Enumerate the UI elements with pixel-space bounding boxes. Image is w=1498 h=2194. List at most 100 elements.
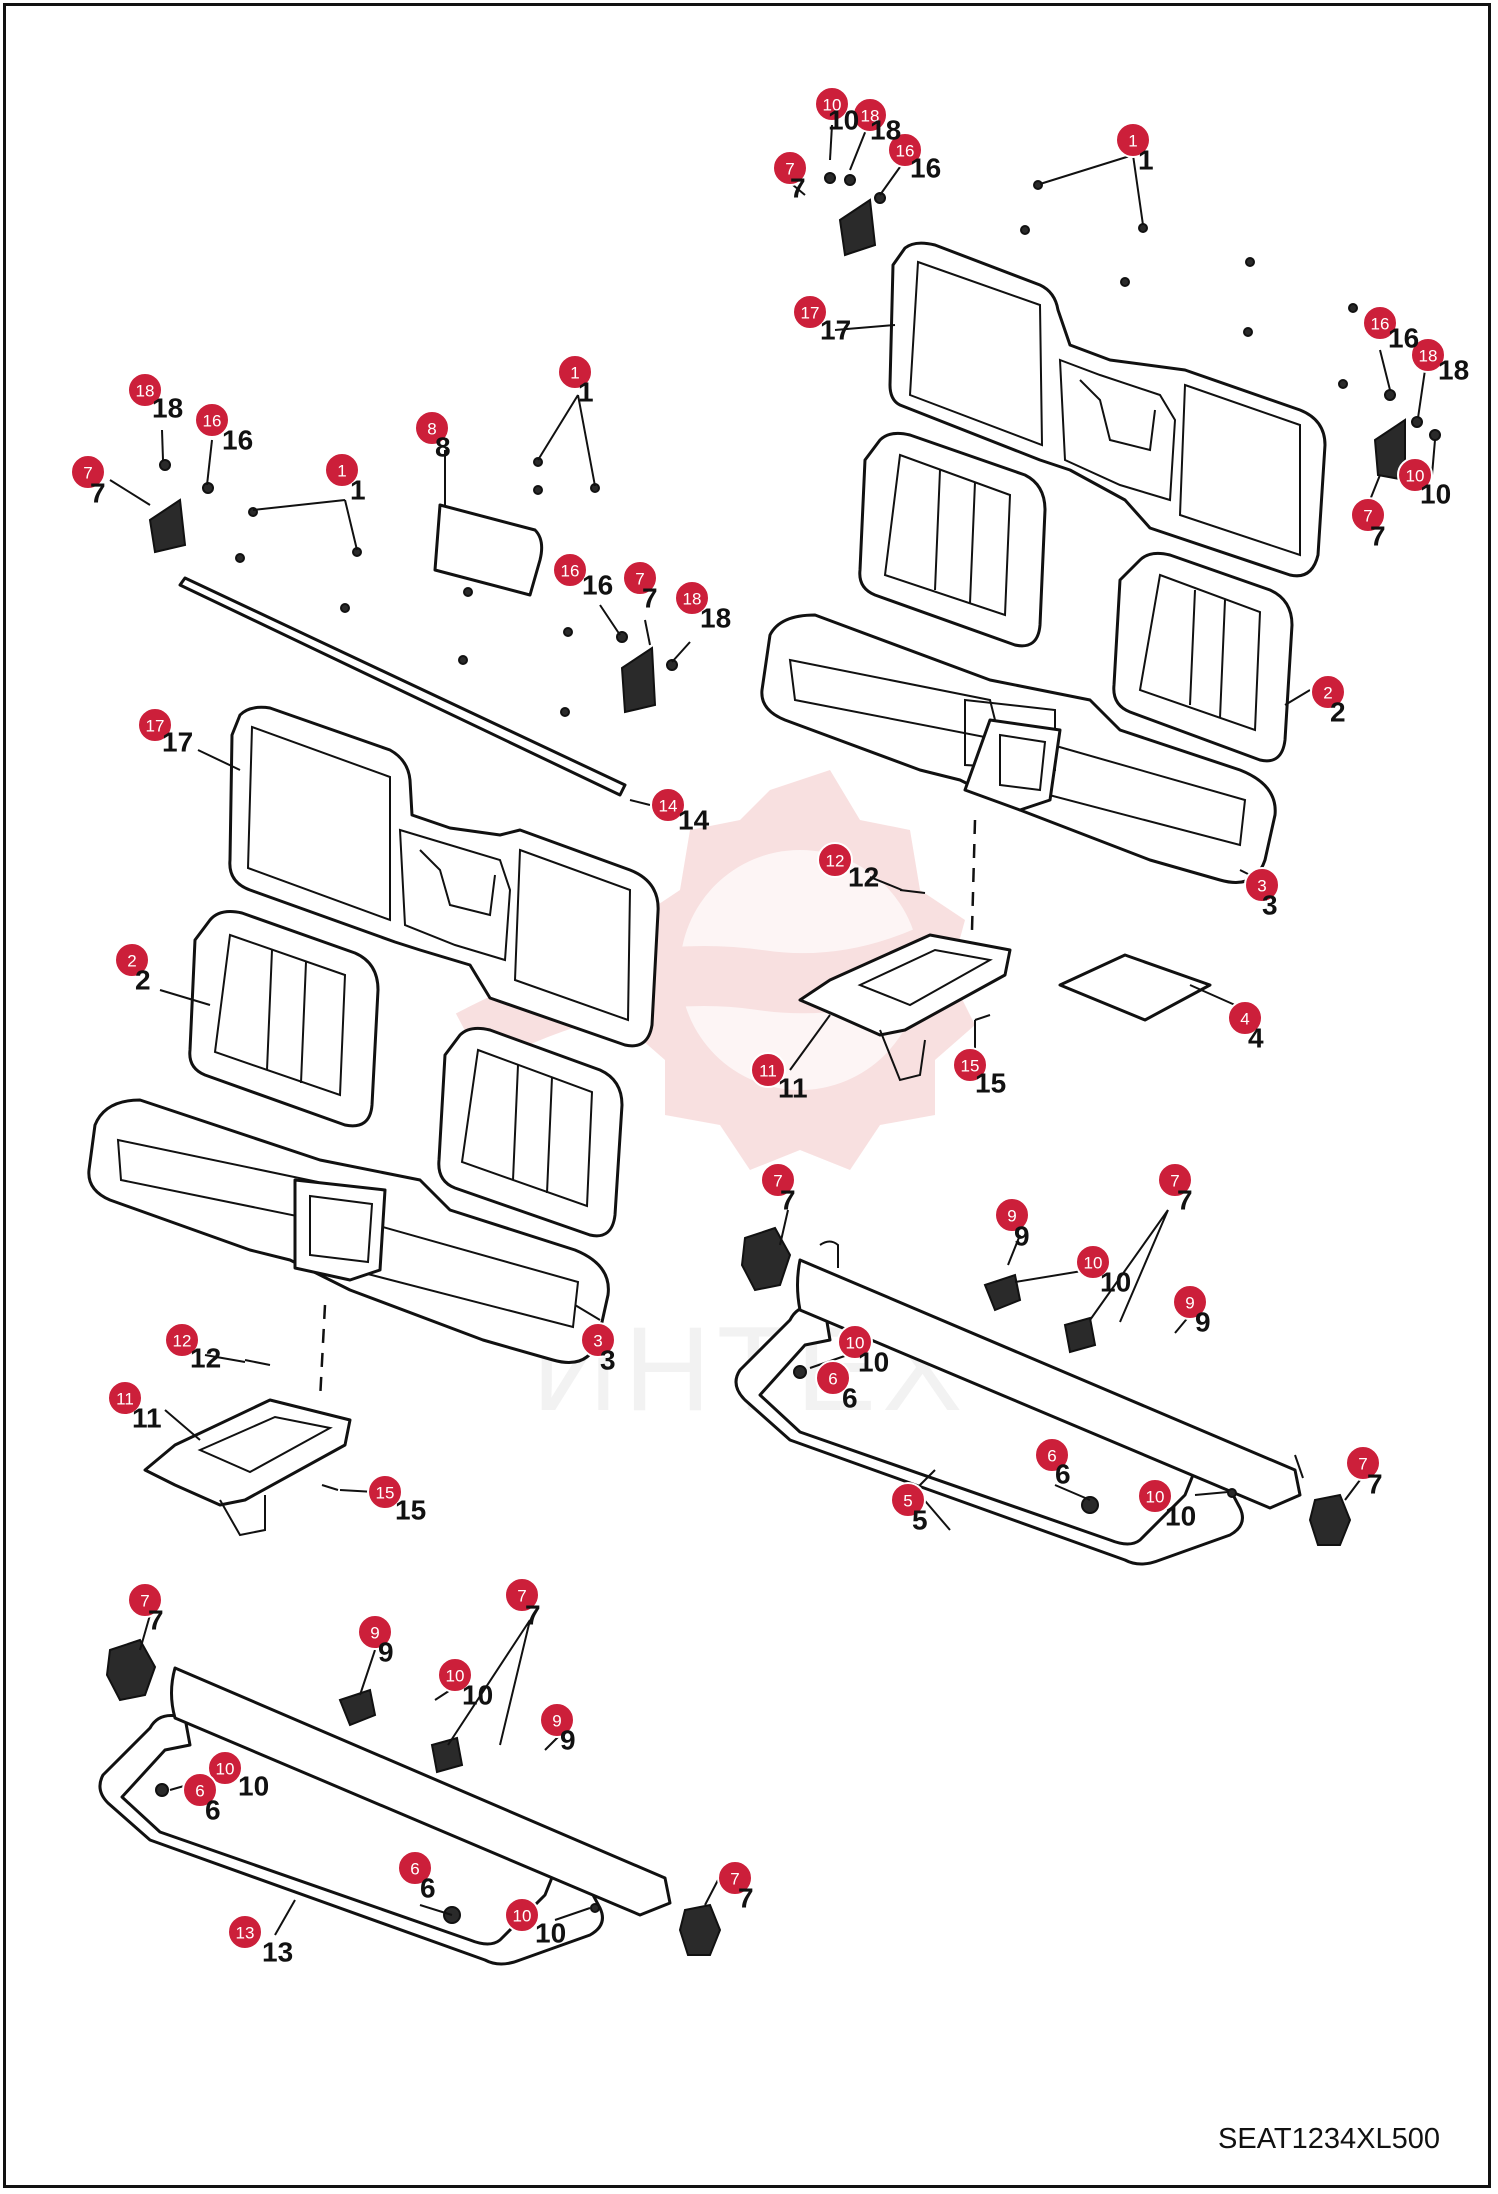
part-number-16: 16	[910, 153, 941, 184]
callout-circle	[817, 842, 853, 878]
callout-label: 18	[136, 382, 155, 401]
callout-circle	[1244, 867, 1280, 903]
callout-label: 7	[730, 1870, 739, 1889]
callout-10: 10	[207, 1750, 243, 1786]
left-hinge-left	[148, 459, 214, 554]
callout-label: 9	[370, 1624, 379, 1643]
callout-circle	[504, 1897, 540, 1933]
callout-15: 15	[367, 1474, 403, 1510]
part-number-12: 12	[190, 1343, 221, 1374]
callout-9: 9	[357, 1614, 393, 1650]
callout-label: 16	[1371, 315, 1390, 334]
callout-17: 17	[792, 294, 828, 330]
callout-label: 9	[552, 1712, 561, 1731]
callout-6: 6	[397, 1850, 433, 1886]
part-number-7: 7	[525, 1600, 541, 1631]
callout-label: 7	[140, 1592, 149, 1611]
part-number-5: 5	[912, 1505, 928, 1536]
callout-label: 7	[517, 1587, 526, 1606]
callout-circle	[1115, 122, 1151, 158]
callout-label: 18	[861, 107, 880, 126]
callout-9: 9	[994, 1197, 1030, 1233]
part-number-13: 13	[262, 1937, 293, 1968]
callout-10: 10	[814, 86, 850, 122]
part-number-9: 9	[1014, 1221, 1030, 1252]
callout-10: 10	[504, 1897, 540, 1933]
part-number-10: 10	[238, 1771, 269, 1802]
part-number-10: 10	[1420, 479, 1451, 510]
part-number-7: 7	[780, 1185, 796, 1216]
callout-label: 5	[903, 1492, 912, 1511]
callout-6: 6	[1034, 1437, 1070, 1473]
callout-circle	[1310, 674, 1346, 710]
callout-label: 1	[1128, 132, 1137, 151]
callout-label: 12	[826, 852, 845, 871]
callout-9: 9	[1172, 1284, 1208, 1320]
callout-17: 17	[137, 707, 173, 743]
left-pin-15	[321, 1484, 339, 1491]
left-seat-pan	[143, 1398, 352, 1537]
callout-label: 18	[683, 590, 702, 609]
callout-label: 10	[513, 1907, 532, 1926]
part-number-7: 7	[148, 1605, 164, 1636]
part-number-12: 12	[848, 862, 879, 893]
callout-10: 10	[1075, 1244, 1111, 1280]
callout-circle	[367, 1474, 403, 1510]
callout-label: 10	[1406, 467, 1425, 486]
callout-label: 7	[1358, 1455, 1367, 1474]
part-number-10: 10	[462, 1680, 493, 1711]
callout-circle	[552, 552, 588, 588]
left-pin-12	[244, 1359, 271, 1366]
callout-12: 12	[164, 1322, 200, 1358]
part-number-6: 6	[842, 1383, 858, 1414]
callout-7: 7	[760, 1162, 796, 1198]
callout-circle	[127, 1582, 163, 1618]
callout-label: 7	[1170, 1172, 1179, 1191]
callout-16: 16	[1362, 305, 1398, 341]
callout-11: 11	[750, 1052, 786, 1088]
left-seat-bottom-cushion	[87, 1098, 610, 1364]
part-number-18: 18	[152, 393, 183, 424]
part-number-10: 10	[1100, 1267, 1131, 1298]
part-number-9: 9	[560, 1725, 576, 1756]
callout-label: 1	[570, 364, 579, 383]
callout-label: 10	[846, 1334, 865, 1353]
callout-circle	[622, 560, 658, 596]
callout-circle	[952, 1047, 988, 1083]
callout-label: 6	[828, 1370, 837, 1389]
part-number-16: 16	[1388, 323, 1419, 354]
callout-7: 7	[504, 1577, 540, 1613]
callout-label: 7	[1363, 507, 1372, 526]
part-number-8: 8	[435, 432, 451, 463]
callout-circle	[837, 1324, 873, 1360]
right-seat-base-frame	[734, 1226, 1352, 1566]
left-seat-base-frame	[98, 1638, 722, 1966]
callout-circle	[397, 1850, 433, 1886]
part-number-16: 16	[222, 425, 253, 456]
callout-circle	[414, 410, 450, 446]
callout-13: 13	[227, 1914, 263, 1950]
callout-circle	[1172, 1284, 1208, 1320]
part-number-3: 3	[600, 1345, 616, 1376]
part-number-15: 15	[975, 1068, 1006, 1099]
part-number-11: 11	[132, 1403, 162, 1434]
callout-label: 9	[1007, 1207, 1016, 1226]
part-number-11: 11	[778, 1073, 808, 1104]
part-number-3: 3	[1262, 890, 1278, 921]
callout-circle	[580, 1322, 616, 1358]
callout-circle	[194, 402, 230, 438]
callout-8: 8	[414, 410, 450, 446]
callout-circle	[1034, 1437, 1070, 1473]
callout-7: 7	[1345, 1445, 1381, 1481]
callout-label: 4	[1240, 1010, 1249, 1029]
callout-label: 10	[446, 1667, 465, 1686]
callout-circle	[815, 1360, 851, 1396]
callout-circle	[114, 942, 150, 978]
callout-label: 9	[1185, 1294, 1194, 1313]
part-number-4: 4	[1248, 1023, 1264, 1054]
callout-circle	[207, 1750, 243, 1786]
part-number-15: 15	[395, 1495, 426, 1526]
callout-label: 6	[195, 1782, 204, 1801]
callout-circle	[1345, 1445, 1381, 1481]
callout-label: 14	[659, 797, 678, 816]
